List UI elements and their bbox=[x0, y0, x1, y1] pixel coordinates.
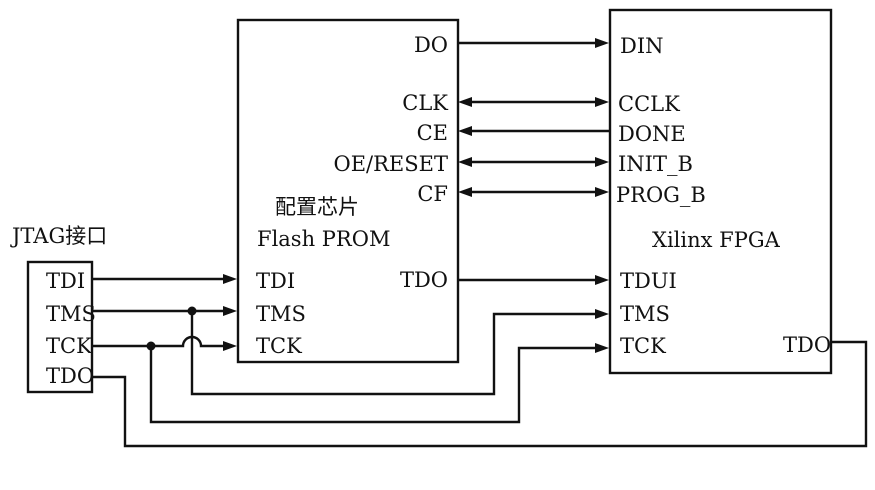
jtag-pin-tdi: TDI bbox=[46, 269, 85, 293]
prom-pin-clk: CLK bbox=[402, 91, 448, 115]
prom-pin-oe-reset: OE/RESET bbox=[334, 152, 449, 176]
wire-cf-prog-b bbox=[458, 187, 609, 197]
fpga-pin-done: DONE bbox=[618, 122, 686, 146]
prom-pin-ce: CE bbox=[417, 121, 448, 145]
wire-clk-cclk bbox=[458, 97, 609, 107]
wire-jtag-tms bbox=[93, 306, 609, 396]
prom-pin-tck: TCK bbox=[256, 334, 302, 358]
fpga-pin-din: DIN bbox=[620, 34, 664, 58]
wire-prom-tdo-fpga-tdui bbox=[459, 275, 609, 285]
fpga-pin-tdo: TDO bbox=[783, 333, 831, 357]
fpga-pin-tdui: TDUI bbox=[620, 269, 677, 293]
jtag-pin-tms: TMS bbox=[46, 302, 96, 326]
wire-ce-done bbox=[458, 126, 609, 136]
prom-name-cn: 配置芯片 bbox=[275, 195, 359, 219]
prom-pin-tdo: TDO bbox=[400, 268, 448, 292]
jtag-pin-tdo: TDO bbox=[46, 364, 94, 388]
prom-pin-do: DO bbox=[414, 33, 448, 57]
fpga-pin-init-b: INIT_B bbox=[618, 152, 693, 176]
wire-fpga-tdo-jtag-tdo bbox=[93, 340, 868, 448]
fpga-pin-cclk: CCLK bbox=[618, 92, 680, 116]
fpga-name: Xilinx FPGA bbox=[652, 228, 781, 252]
wire-jtag-tck bbox=[93, 335, 609, 424]
prom-pin-tdi: TDI bbox=[256, 269, 295, 293]
prom-pin-cf: CF bbox=[417, 182, 448, 206]
wire-oe-reset-init-b bbox=[458, 157, 609, 167]
jtag-pin-tck: TCK bbox=[46, 334, 92, 358]
fpga-pin-tms: TMS bbox=[620, 302, 670, 326]
wire-jtag-tdi bbox=[93, 274, 237, 284]
prom-name-en: Flash PROM bbox=[257, 227, 390, 251]
prom-pin-tms: TMS bbox=[256, 302, 306, 326]
fpga-box bbox=[608, 8, 833, 375]
flash-prom-box bbox=[236, 18, 460, 364]
fpga-pin-prog-b: PROG_B bbox=[616, 183, 706, 207]
jtag-interface-box bbox=[26, 260, 94, 394]
jtag-interface-title: JTAG接口 bbox=[10, 224, 107, 248]
wire-do-din bbox=[459, 38, 609, 48]
fpga-pin-tck: TCK bbox=[620, 334, 666, 358]
